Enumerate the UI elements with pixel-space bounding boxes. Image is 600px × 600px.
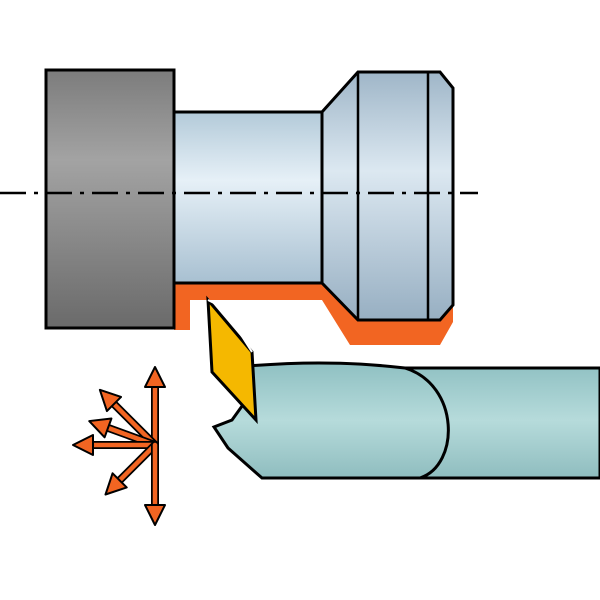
left-arrow [72, 434, 94, 456]
feed-direction-arrows [72, 366, 166, 526]
up-left-arrow-shaft [108, 398, 158, 448]
down-arrow [144, 504, 166, 526]
cutting-insert [206, 295, 258, 425]
workpiece-shaft [172, 110, 324, 285]
chuck [44, 68, 176, 330]
down-left-arrow [104, 472, 128, 496]
left-up-arrow [88, 417, 113, 439]
workpiece-head [320, 70, 455, 322]
up-arrow [144, 366, 166, 388]
tool-holder [211, 361, 600, 480]
machined-surface [174, 283, 453, 345]
insert-rake-face [207, 299, 253, 353]
holder-shank-edge [404, 366, 450, 480]
up-left-arrow [98, 388, 123, 413]
down-left-arrow-shaft [114, 442, 158, 486]
